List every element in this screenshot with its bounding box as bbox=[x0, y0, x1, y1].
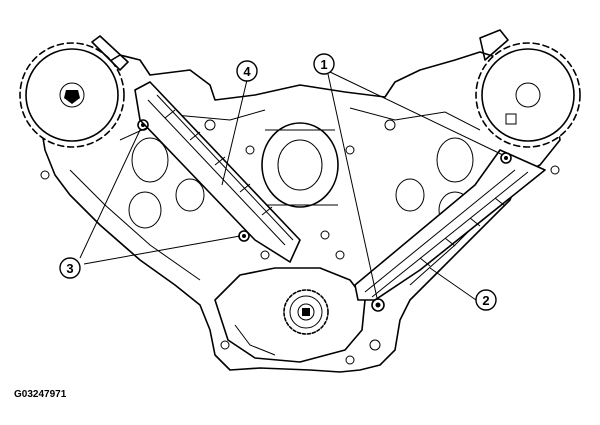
callout-1: 1 bbox=[313, 53, 335, 75]
crankshaft-sprocket bbox=[283, 289, 329, 335]
callout-leaders bbox=[79, 71, 504, 301]
figure-id-label: G03247971 bbox=[14, 389, 67, 400]
svg-text:1: 1 bbox=[320, 57, 327, 72]
right-camshaft-sprocket bbox=[475, 42, 581, 148]
callout-3: 3 bbox=[59, 257, 81, 279]
left-camshaft-sprocket bbox=[19, 42, 125, 148]
svg-text:4: 4 bbox=[243, 64, 251, 79]
guide-bolts bbox=[137, 119, 512, 312]
left-chain-guide bbox=[134, 81, 301, 263]
svg-text:2: 2 bbox=[482, 293, 489, 308]
svg-text:3: 3 bbox=[66, 261, 73, 276]
callout-2: 2 bbox=[475, 289, 497, 311]
callout-4: 4 bbox=[236, 60, 258, 82]
camshaft-ends bbox=[91, 29, 509, 71]
